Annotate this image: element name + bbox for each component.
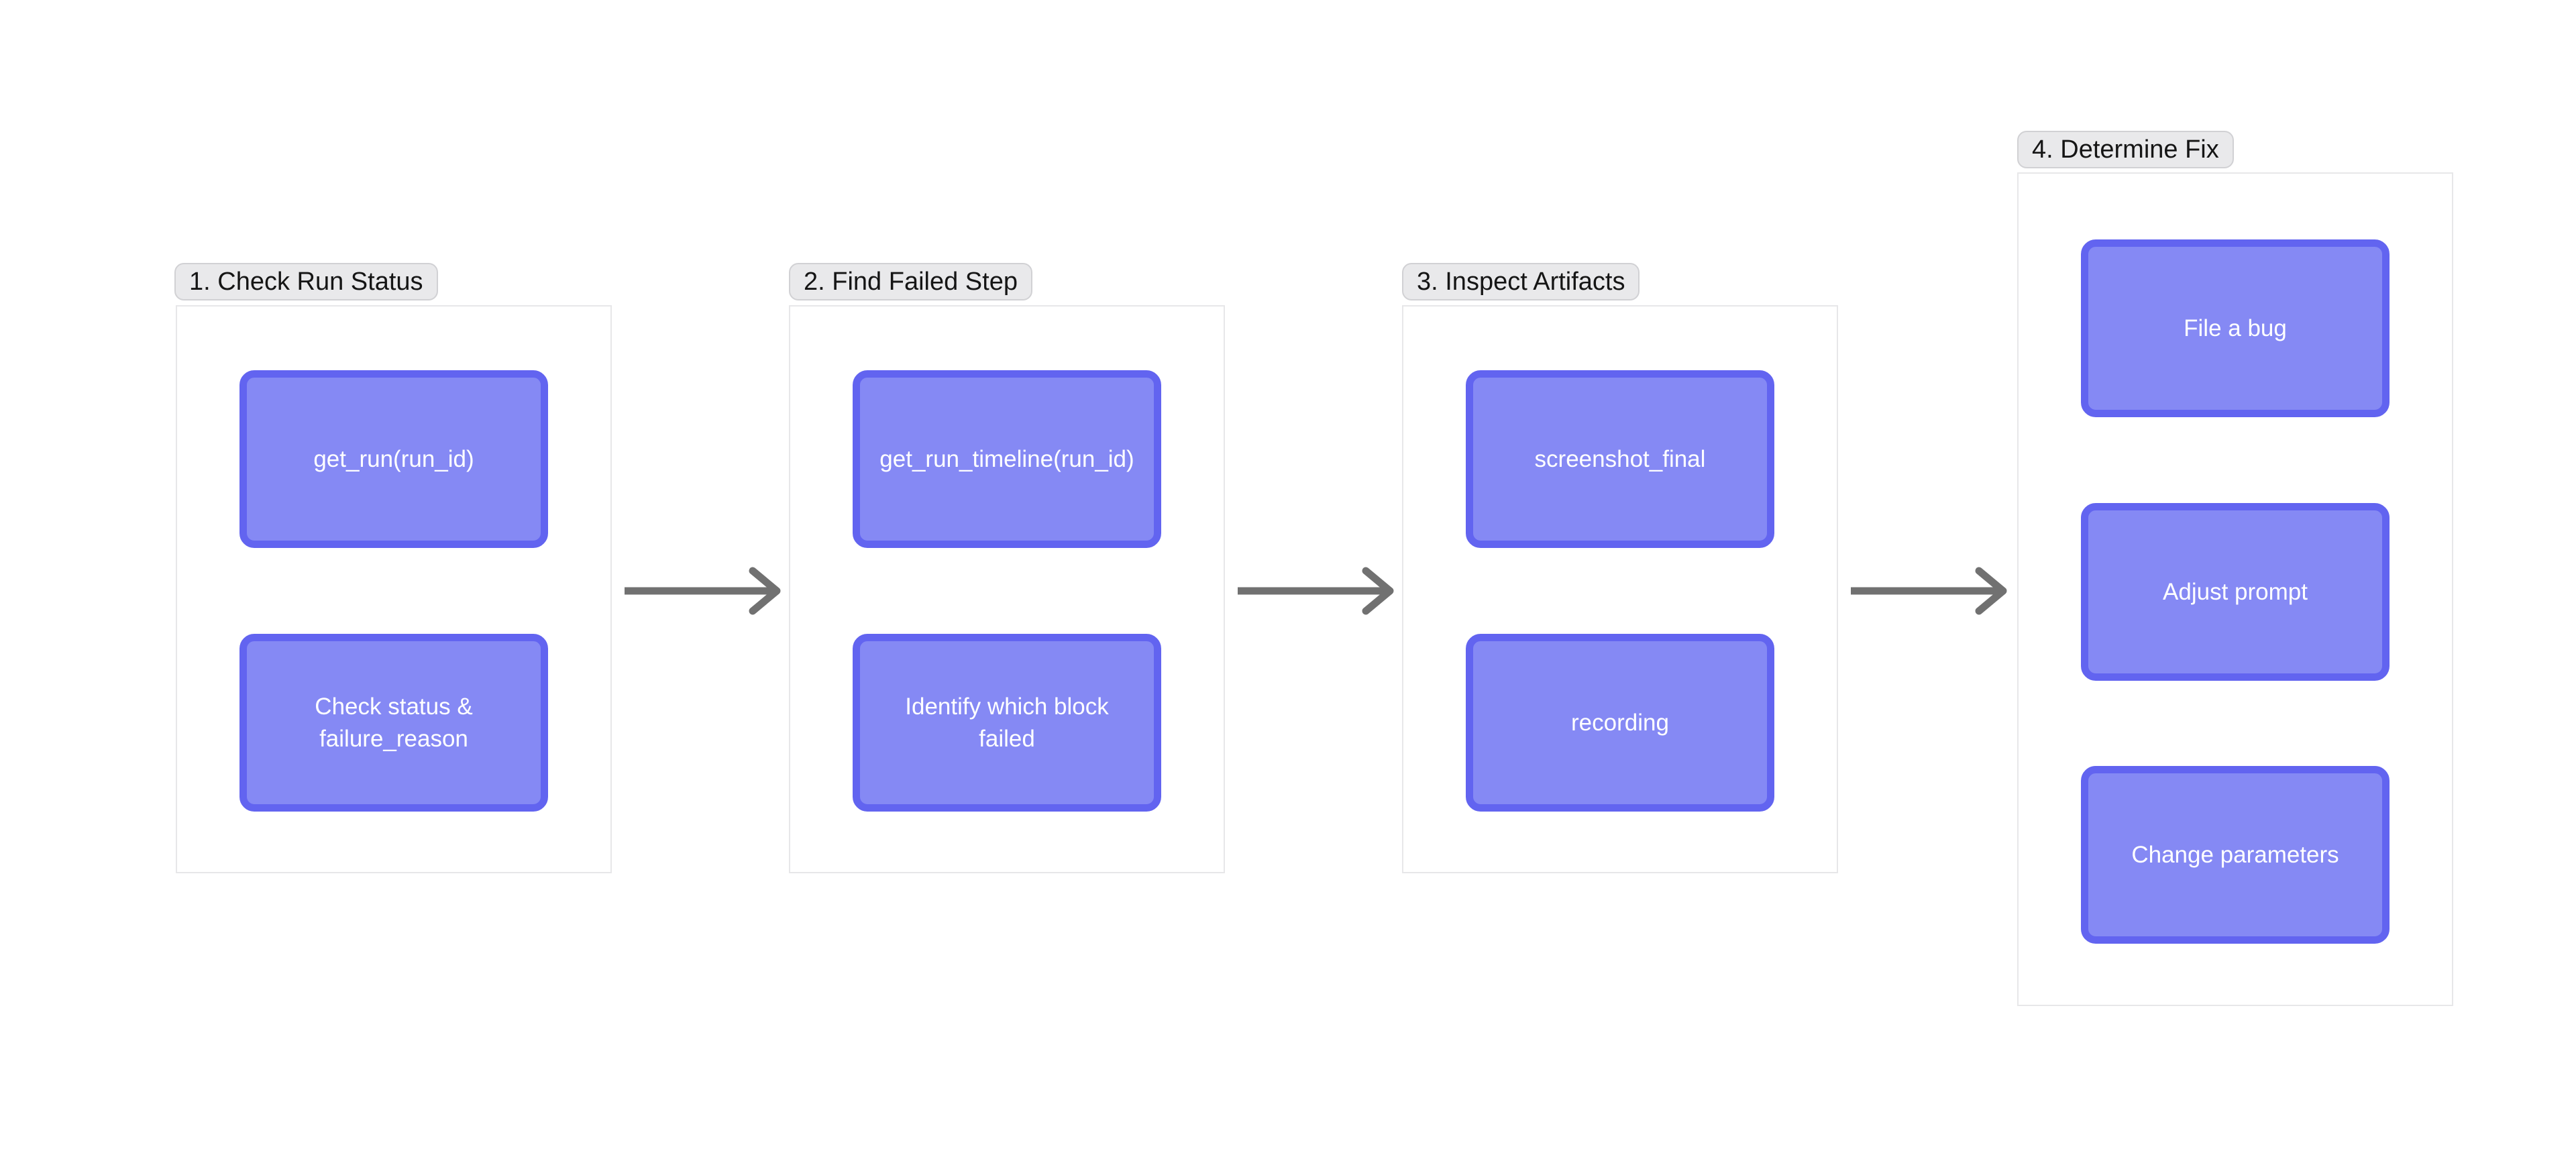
node-change-parameters[interactable]: Change parameters	[2081, 766, 2390, 944]
node-change-parameters-label: Change parameters	[2131, 841, 2339, 868]
node-identify-failed-block-label: Identify which block failed	[905, 693, 1109, 752]
node-recording[interactable]: recording	[1466, 634, 1774, 812]
node-check-status[interactable]: Check status & failure_reason	[239, 634, 548, 812]
node-get-run-timeline-label: get_run_timeline(run_id)	[879, 445, 1134, 472]
arrow-right-icon-2	[1238, 567, 1394, 615]
node-file-a-bug-label: File a bug	[2184, 315, 2287, 341]
group-3-label: 3. Inspect Artifacts	[1402, 263, 1640, 300]
group-1-label: 1. Check Run Status	[174, 263, 438, 300]
node-identify-failed-block[interactable]: Identify which block failed	[853, 634, 1161, 812]
node-recording-label: recording	[1571, 709, 1669, 736]
node-screenshot-final[interactable]: screenshot_final	[1466, 370, 1774, 548]
node-check-status-label: Check status & failure_reason	[315, 693, 473, 752]
group-4-label: 4. Determine Fix	[2017, 131, 2234, 168]
group-2-label: 2. Find Failed Step	[789, 263, 1032, 300]
node-get-run[interactable]: get_run(run_id)	[239, 370, 548, 548]
node-adjust-prompt[interactable]: Adjust prompt	[2081, 503, 2390, 681]
node-get-run-label: get_run(run_id)	[313, 445, 474, 472]
node-get-run-timeline[interactable]: get_run_timeline(run_id)	[853, 370, 1161, 548]
arrow-right-icon-1	[625, 567, 781, 615]
arrow-right-icon-3	[1851, 567, 2007, 615]
node-screenshot-final-label: screenshot_final	[1534, 445, 1706, 472]
node-adjust-prompt-label: Adjust prompt	[2163, 578, 2308, 605]
node-file-a-bug[interactable]: File a bug	[2081, 239, 2390, 417]
